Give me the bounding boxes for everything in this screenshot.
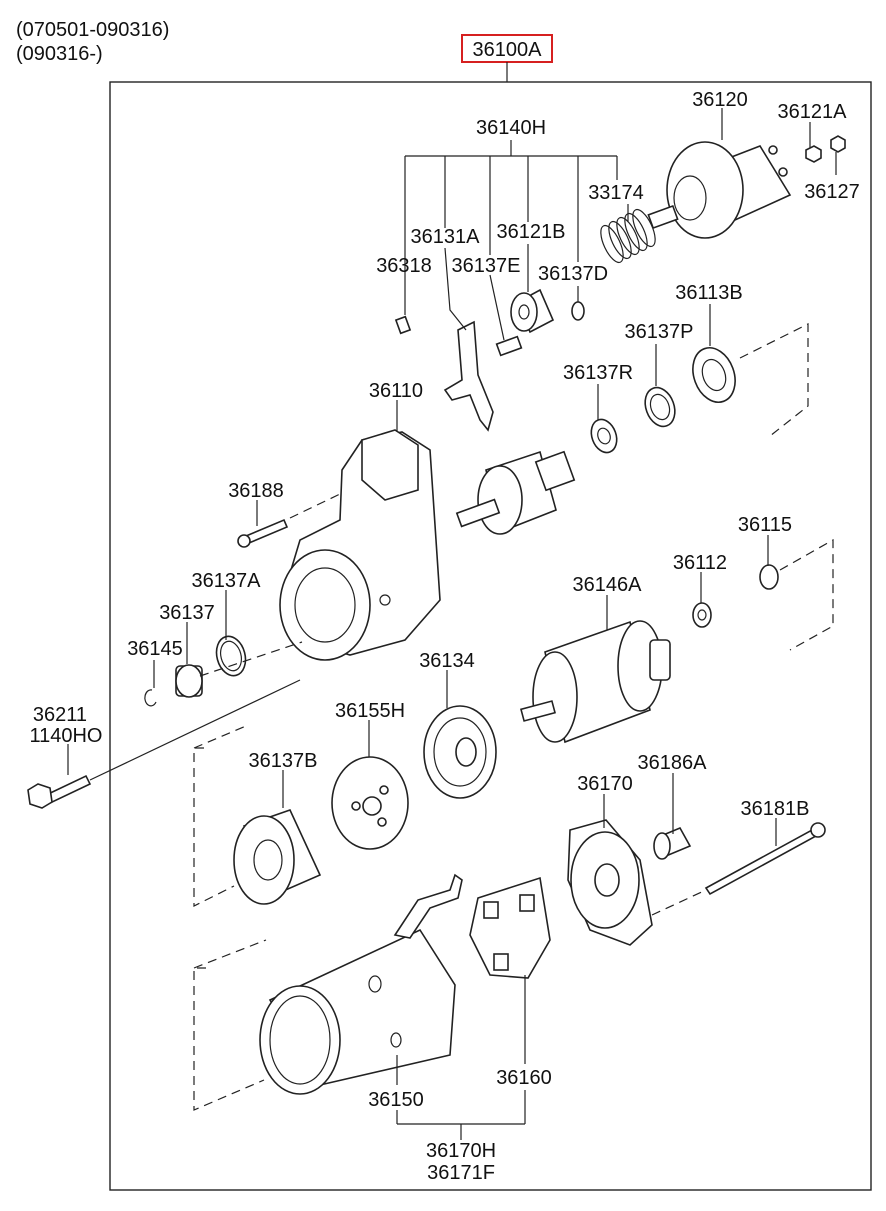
- assembly-part-number[interactable]: 36100A: [473, 39, 543, 61]
- part-label-36121B[interactable]: 36121B: [497, 221, 566, 243]
- ring-36137A: [215, 635, 247, 677]
- seal-36137B: [233, 809, 322, 905]
- block-36137E: [495, 335, 523, 357]
- part-label-36145[interactable]: 36145: [127, 638, 183, 660]
- cover-36134: [423, 705, 497, 799]
- part-label-36137R[interactable]: 36137R: [563, 362, 633, 384]
- part-label-1140HO[interactable]: 1140HO: [29, 725, 102, 747]
- armature-36146A: [520, 620, 671, 744]
- front-housing-36110: [279, 429, 441, 661]
- pinion-gear-36137: [175, 664, 203, 698]
- ring-36115: [759, 564, 779, 590]
- part-36137D: [571, 301, 585, 321]
- part-label-36170H[interactable]: 36170H: [426, 1140, 496, 1162]
- part-label-36113B[interactable]: 36113B: [675, 282, 742, 304]
- plate-36155H: [331, 756, 409, 850]
- part-label-36131A[interactable]: 36131A: [411, 226, 481, 248]
- washer-36113B: [692, 347, 736, 403]
- part-label-36134[interactable]: 36134: [419, 650, 475, 672]
- part-label-36211[interactable]: 36211: [33, 704, 87, 726]
- pin-36318: [394, 315, 412, 335]
- nut-36121A: [805, 145, 822, 163]
- plunger-36121B: [510, 288, 555, 334]
- part-label-36146A[interactable]: 36146A: [573, 574, 643, 596]
- nut-36127: [830, 135, 846, 153]
- part-label-36170[interactable]: 36170: [577, 773, 633, 795]
- part-label-36137[interactable]: 36137: [159, 602, 215, 624]
- washer-36137R: [590, 418, 618, 454]
- thru-bolt-36211: [27, 774, 92, 809]
- part-label-36171F[interactable]: 36171F: [427, 1162, 495, 1184]
- part-label-36137D[interactable]: 36137D: [538, 263, 608, 285]
- part-label-36181B[interactable]: 36181B: [741, 798, 810, 820]
- lever-36131A: [443, 320, 494, 432]
- assembly-frame: [109, 81, 872, 1191]
- brush-holder-36160: [469, 876, 551, 979]
- date-range-1: (070501-090316): [16, 19, 169, 41]
- part-label-36127[interactable]: 36127: [804, 181, 860, 203]
- part-label-33174[interactable]: 33174: [588, 182, 644, 204]
- overrunning-clutch: [455, 450, 576, 535]
- part-label-36120[interactable]: 36120: [692, 89, 748, 111]
- part-label-36188[interactable]: 36188: [228, 480, 284, 502]
- bushing-36186A: [653, 826, 692, 860]
- clip-36145: [144, 689, 157, 707]
- part-label-36137A[interactable]: 36137A: [192, 570, 262, 592]
- part-label-36318[interactable]: 36318: [376, 255, 432, 277]
- part-label-36150[interactable]: 36150: [368, 1089, 424, 1111]
- part-label-36110[interactable]: 36110: [369, 380, 423, 402]
- yoke-36150: [259, 873, 463, 1095]
- part-label-36186A[interactable]: 36186A: [638, 752, 708, 774]
- part-label-36137E[interactable]: 36137E: [452, 255, 521, 277]
- washer-36112: [692, 602, 712, 628]
- rear-cover-36170: [567, 819, 653, 946]
- part-label-36137B[interactable]: 36137B: [249, 750, 318, 772]
- part-label-36112[interactable]: 36112: [673, 552, 727, 574]
- part-label-36140H[interactable]: 36140H: [476, 117, 546, 139]
- part-label-36115[interactable]: 36115: [738, 514, 792, 536]
- thru-bolt-36181B: [704, 822, 826, 896]
- part-label-36160[interactable]: 36160: [496, 1067, 552, 1089]
- part-label-36137P[interactable]: 36137P: [625, 321, 694, 343]
- bolt-36188: [237, 518, 289, 548]
- part-label-36121A[interactable]: 36121A: [778, 101, 848, 123]
- part-label-36155H[interactable]: 36155H: [335, 700, 405, 722]
- solenoid-36120: [647, 141, 792, 239]
- date-range-2: (090316-): [16, 43, 103, 65]
- washer-36137P: [644, 386, 676, 428]
